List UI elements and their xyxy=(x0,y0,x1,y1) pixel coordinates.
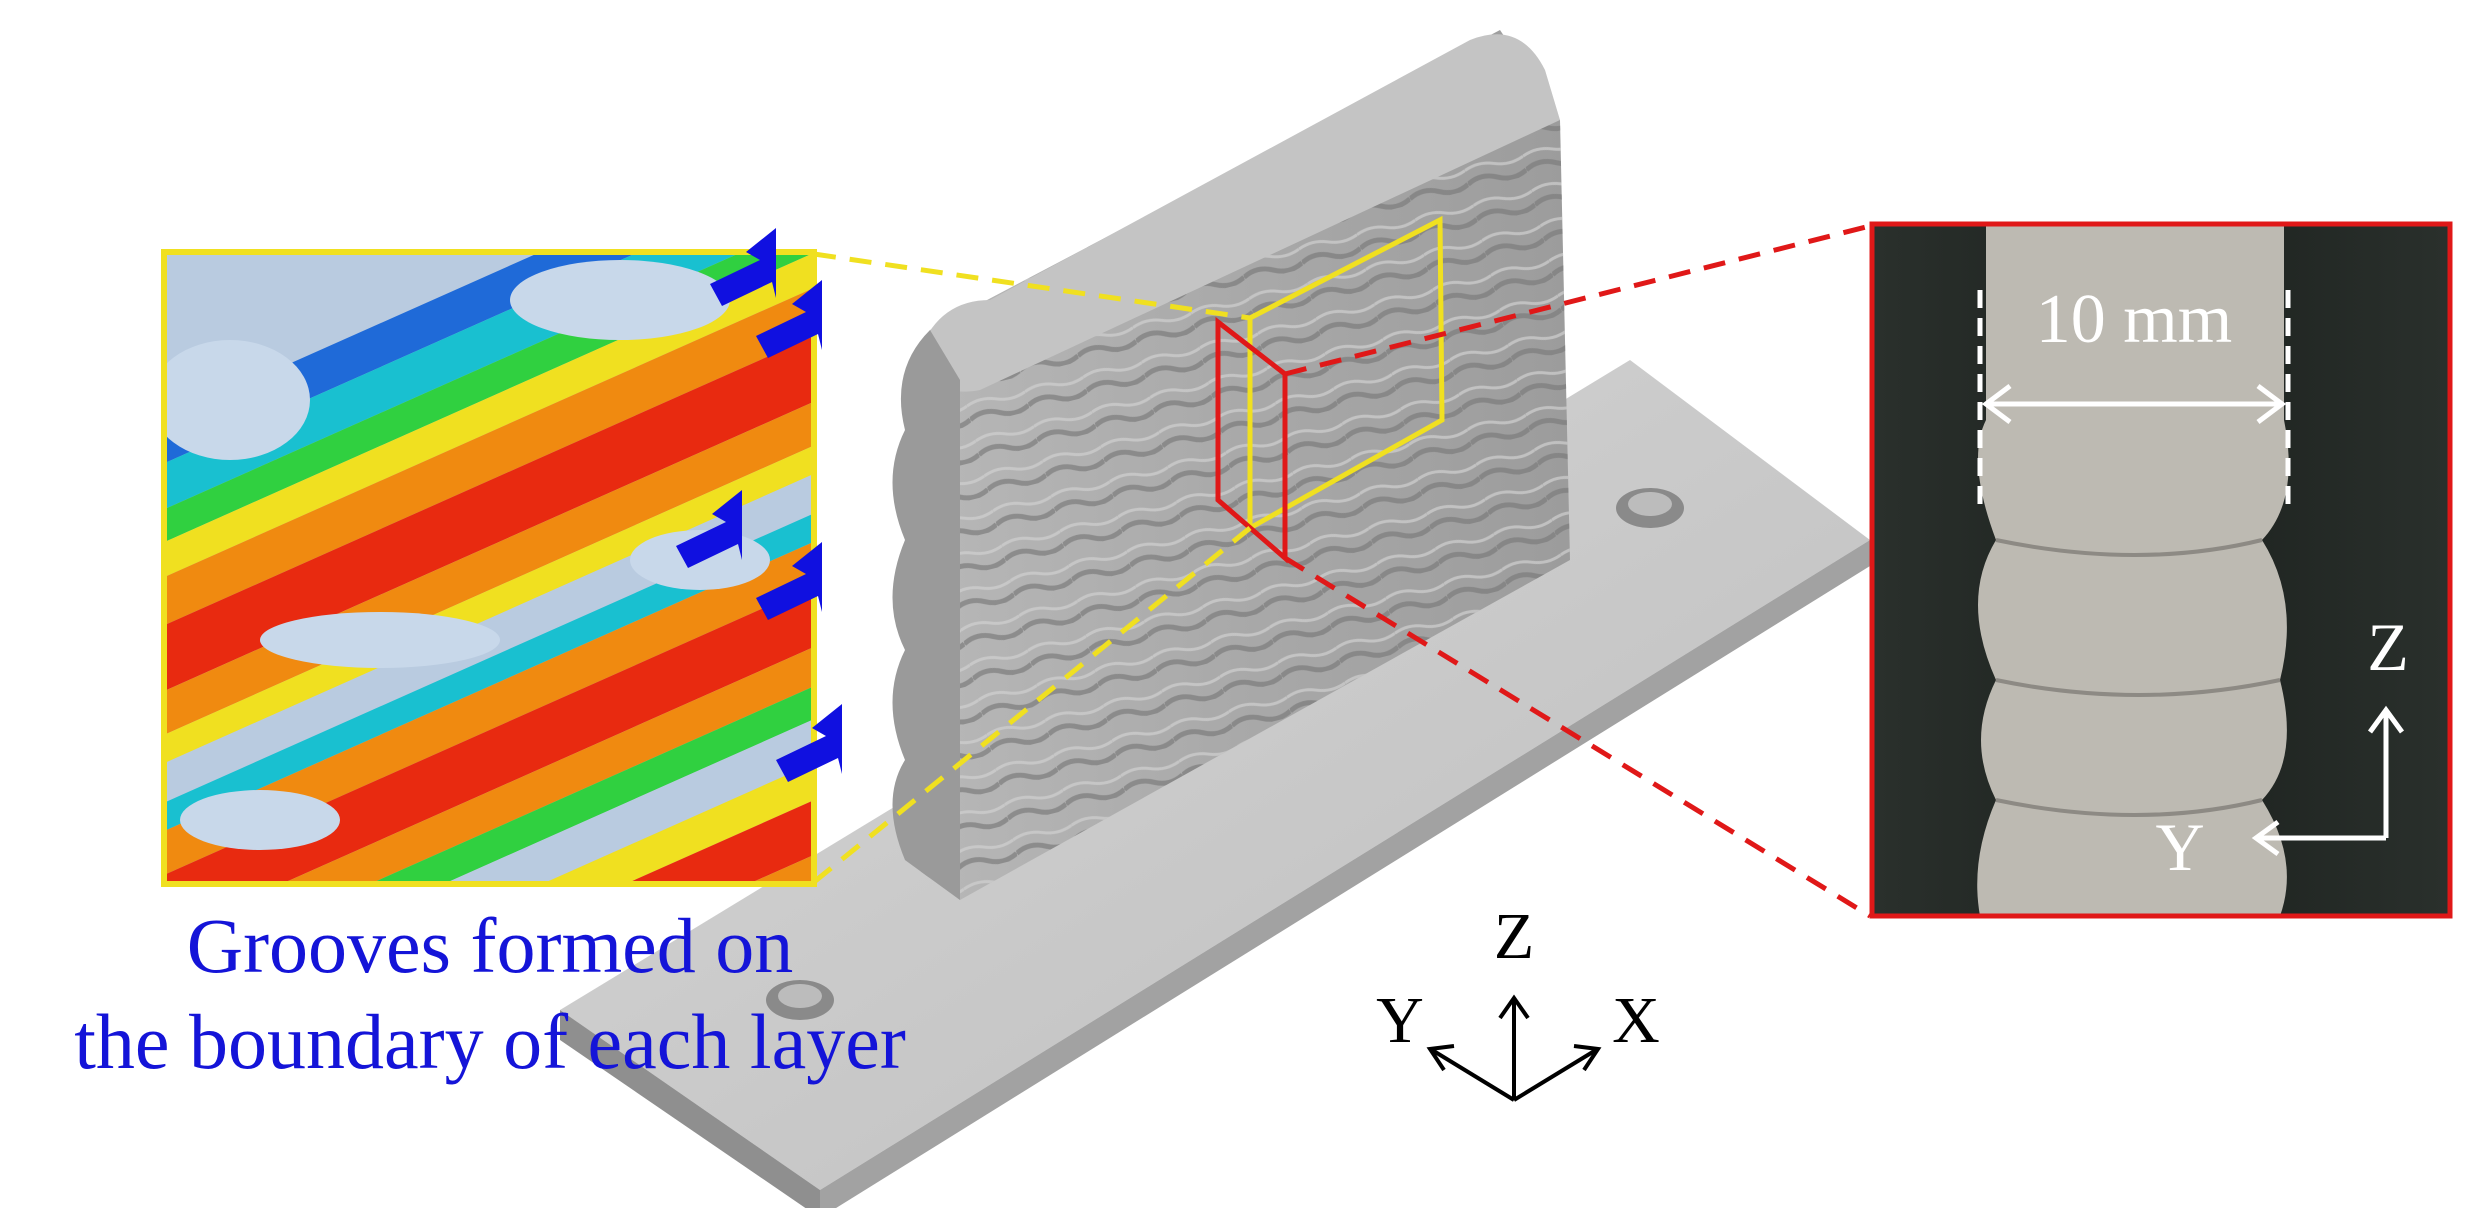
inspection-region xyxy=(1247,215,1445,533)
caption-line-2: the boundary of each layer xyxy=(74,998,906,1085)
groove-caption: Grooves formed on the boundary of each l… xyxy=(0,898,980,1090)
dimension-label: 10 mm xyxy=(2036,281,2232,358)
groove-arrow-5 xyxy=(776,704,842,782)
cross-section-inset: 10 mm Z Y xyxy=(1869,221,2453,919)
axis-y-label: Y xyxy=(1376,984,1424,1057)
groove-arrow-2 xyxy=(756,280,822,358)
axis-x-label: X xyxy=(1612,984,1660,1057)
groove-arrow-3 xyxy=(676,490,742,568)
groove-arrow-1 xyxy=(710,228,776,306)
axis-z-label: Z xyxy=(1494,900,1534,973)
groove-arrow-4 xyxy=(756,542,822,620)
section-connectors xyxy=(1283,223,1872,919)
section-axes xyxy=(2251,705,2405,857)
inset-connectors xyxy=(812,251,1252,884)
section-axis-z: Z xyxy=(2367,609,2409,685)
section-axis-y: Y xyxy=(2155,809,2204,885)
deposited-wall xyxy=(892,30,1570,900)
groove-arrows xyxy=(676,228,842,782)
caption-line-1: Grooves formed on xyxy=(186,902,794,989)
coordinate-axes: Z Y X xyxy=(1376,900,1660,1102)
color-map-inset xyxy=(161,249,817,887)
dimension-markers xyxy=(1977,290,2291,510)
